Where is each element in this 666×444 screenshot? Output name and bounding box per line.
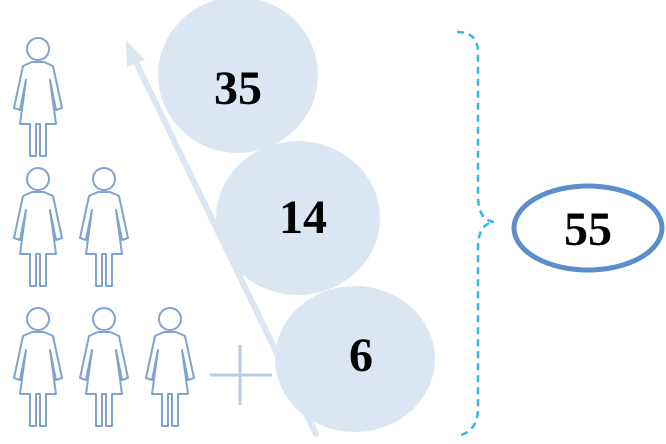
value-circle-35 — [158, 0, 318, 153]
right-brace-icon — [456, 30, 495, 438]
value-35: 35 — [214, 62, 262, 115]
woman-icon — [79, 307, 129, 427]
total-oval — [511, 183, 665, 273]
women-icons — [13, 37, 195, 427]
value-circle-6 — [275, 286, 435, 432]
value-14: 14 — [279, 191, 327, 244]
plus-icon — [210, 345, 272, 405]
woman-icon — [13, 307, 63, 427]
woman-icon — [13, 37, 63, 157]
total-value: 55 — [564, 203, 612, 256]
woman-icon — [79, 167, 129, 287]
value-circle-14 — [216, 141, 380, 295]
woman-icon — [13, 167, 63, 287]
woman-icon — [145, 307, 195, 427]
value-6: 6 — [349, 329, 373, 382]
